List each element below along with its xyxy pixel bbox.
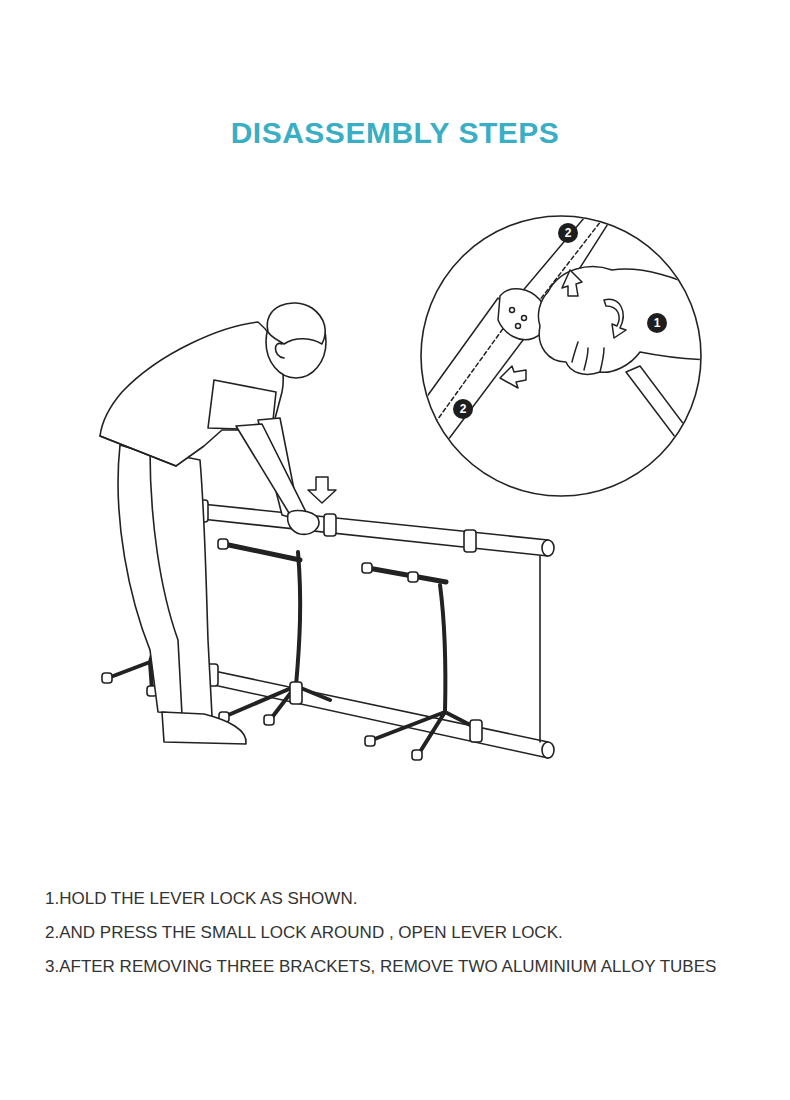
rail-end (542, 742, 554, 758)
hand (288, 511, 319, 535)
press-arrow (308, 477, 336, 503)
shoe (162, 712, 246, 744)
bracket-cap (408, 572, 418, 582)
press-arrow-small (500, 366, 526, 388)
instruction-text: 1.HOLD THE LEVER LOCK AS SHOWN. (45, 889, 357, 909)
front-arm (236, 424, 312, 524)
hand-detail (538, 267, 720, 375)
rail-clamp (470, 720, 482, 742)
bracket-cap (102, 673, 112, 683)
zoom-detail (410, 205, 720, 470)
bracket-rod (296, 552, 300, 686)
rotate-arrow (604, 299, 626, 338)
lock-pin (522, 316, 527, 321)
lock-pin (516, 324, 521, 329)
callout-badge: 2 (453, 399, 473, 419)
bracket-cap (264, 715, 274, 725)
instruction-text: 2.AND PRESS THE SMALL LOCK AROUND , OPEN… (45, 923, 563, 943)
page-title: DISASSEMBLY STEPS (0, 116, 790, 150)
rail-clamp (290, 682, 302, 704)
fabric-edge (539, 556, 541, 742)
finger-lines (572, 342, 604, 372)
tube-seam (430, 312, 515, 430)
press-arrow-small (562, 270, 582, 296)
cot-bottom-rail (200, 668, 548, 758)
bracket-bar (224, 544, 300, 560)
bracket-cap (412, 750, 422, 760)
bracket-cap (362, 563, 372, 573)
bracket-rod (440, 585, 445, 712)
rail-clamp (464, 530, 476, 552)
bracket-cap (365, 736, 375, 746)
front-leg (150, 450, 212, 716)
instruction-text: 3.AFTER REMOVING THREE BRACKETS, REMOVE … (45, 957, 716, 977)
callout-badge: 1 (647, 313, 667, 333)
zoom-circle (421, 216, 701, 496)
rail-end (542, 540, 554, 556)
bracket-bar (368, 568, 446, 582)
lock-pin (510, 308, 515, 313)
bracket-leg (372, 712, 480, 755)
callout-number: 1 (654, 317, 661, 329)
rail-clamp (324, 514, 336, 536)
shirt-hem (100, 436, 176, 466)
callout-badge: 2 (558, 223, 578, 243)
bracket-leg (226, 686, 330, 720)
callout-number: 2 (460, 403, 467, 415)
ear (276, 343, 285, 358)
bracket-cap (218, 539, 228, 549)
hair (267, 303, 325, 344)
callout-number: 2 (565, 227, 572, 239)
man-figure (100, 303, 326, 744)
